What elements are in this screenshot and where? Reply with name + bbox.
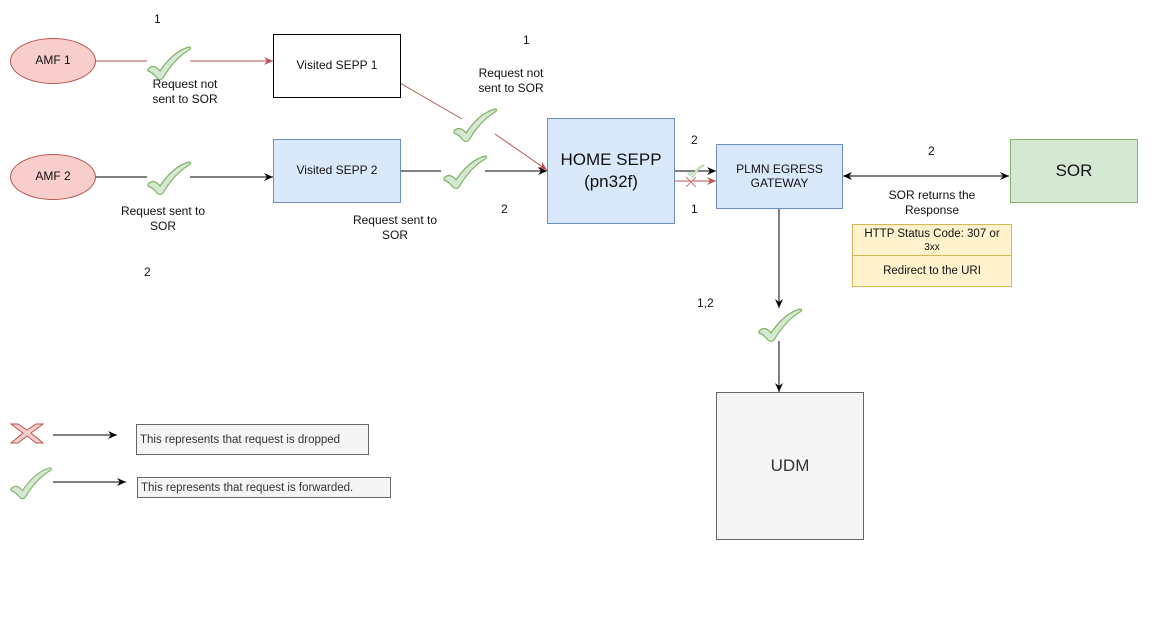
label-line: Request sent to (352, 213, 438, 227)
legend-forwarded-text: This represents that request is forwarde… (141, 481, 354, 494)
step-number: 1 (691, 202, 698, 216)
amf2-node[interactable]: AMF 2 (10, 154, 96, 200)
udm-node[interactable]: UDM (716, 392, 864, 540)
step-number: 1 (523, 33, 530, 47)
label-line: Response (904, 203, 960, 217)
step-number: 2 (928, 144, 935, 158)
sor-response-label: SOR returns the Response (872, 188, 992, 218)
gateway-label-line2: GATEWAY (750, 175, 809, 190)
sor-status-note: HTTP Status Code: 307 or 3xx (852, 224, 1012, 256)
redirect-text: Redirect to the URI (883, 265, 981, 277)
edge-vsepp1-home-b (494, 133, 548, 171)
status-code-line: HTTP Status Code: 307 or (864, 228, 1000, 240)
step-number: 2 (144, 265, 151, 279)
vsepp2-edge-label: Request sent to SOR (345, 213, 445, 243)
label-line: SOR (381, 228, 408, 242)
legend-forwarded: This represents that request is forwarde… (137, 477, 391, 498)
sor-node[interactable]: SOR (1010, 139, 1138, 203)
amf1-edge-label: Request not sent to SOR (140, 77, 230, 107)
check-icon (147, 161, 192, 196)
plmn-egress-gateway-node[interactable]: PLMN EGRESS GATEWAY (716, 144, 843, 209)
legend-dropped: This represents that request is dropped (136, 424, 369, 455)
label-line: SOR returns the (888, 188, 976, 202)
gateway-label-line1: PLMN EGRESS (736, 161, 823, 176)
label-line: Request not (478, 66, 544, 80)
amf2-edge-label: Request sent to SOR (113, 204, 213, 234)
home-sepp-node[interactable]: HOME SEPP (pn32f) (547, 118, 675, 224)
amf1-label: AMF 1 (35, 53, 71, 68)
check-icon (443, 155, 488, 190)
status-code-line: 3xx (924, 242, 940, 253)
label-line: Request not (152, 77, 218, 91)
label-line: Request sent to (120, 204, 206, 218)
legend-dropped-text: This represents that request is dropped (140, 433, 341, 446)
check-icon (758, 308, 803, 343)
check-icon (453, 108, 498, 143)
visited-sepp1-label: Visited SEPP 1 (296, 58, 378, 73)
sor-label: SOR (1055, 161, 1093, 181)
udm-label: UDM (770, 456, 810, 476)
step-number: 1 (154, 12, 161, 26)
step-number: 1,2 (697, 296, 714, 310)
label-line: SOR (149, 219, 176, 233)
label-line: sent to SOR (478, 81, 544, 95)
visited-sepp2-label: Visited SEPP 2 (296, 163, 378, 178)
visited-sepp2-node[interactable]: Visited SEPP 2 (273, 139, 401, 203)
legend-check-icon (10, 467, 52, 500)
cross-icon (685, 176, 697, 188)
step-number: 2 (501, 202, 508, 216)
step-number: 2 (691, 133, 698, 147)
edge-vsepp1-home-a (399, 82, 463, 120)
check-icon (147, 46, 192, 81)
home-sepp-label: HOME SEPP (560, 150, 662, 169)
visited-sepp1-node[interactable]: Visited SEPP 1 (273, 34, 401, 98)
legend-cross-icon (9, 423, 45, 444)
sor-redirect-note: Redirect to the URI (852, 255, 1012, 287)
label-line: sent to SOR (152, 92, 218, 106)
amf1-node[interactable]: AMF 1 (10, 38, 96, 84)
home-sepp-sublabel: (pn32f) (584, 172, 638, 191)
vsepp1-edge-label: Request not sent to SOR (466, 66, 556, 96)
amf2-label: AMF 2 (35, 169, 71, 184)
